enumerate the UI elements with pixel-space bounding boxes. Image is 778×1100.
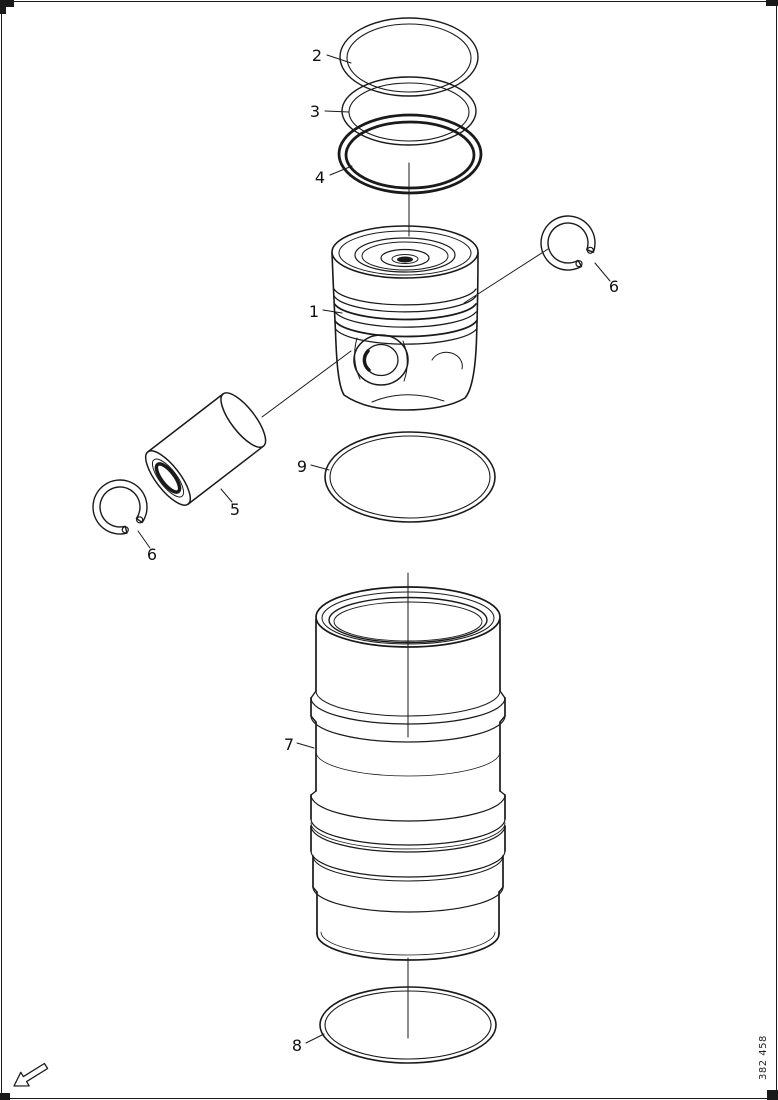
cylinder-liner-drawing	[310, 586, 506, 961]
piston-ring-top-drawing	[339, 17, 479, 97]
center-lines	[407, 162, 410, 1039]
callout-label-2: 2	[312, 46, 322, 65]
piston-ring-oil-drawing	[337, 113, 483, 195]
figure-number: 382 458	[758, 1035, 769, 1080]
callout-label-5: 5	[230, 500, 240, 519]
callout-label-1: 1	[309, 302, 319, 321]
sealing-ring-upper-drawing	[324, 431, 496, 523]
callout-label-4: 4	[315, 168, 325, 187]
pin-axis-lines	[261, 248, 549, 418]
callout-label-6-left: 6	[147, 545, 157, 564]
circlip-right-drawing	[540, 215, 596, 271]
callout-label-9: 9	[297, 457, 307, 476]
sealing-ring-lower-drawing	[319, 986, 497, 1064]
piston-ring-middle-drawing	[341, 76, 477, 146]
leader-lines	[137, 54, 611, 1044]
callout-label-6-right: 6	[609, 277, 619, 296]
callout-label-7: 7	[284, 735, 294, 754]
callout-label-8: 8	[292, 1036, 302, 1055]
piston-drawing	[331, 225, 479, 411]
direction-arrow-icon	[13, 1062, 49, 1087]
piston-pin-drawing	[144, 392, 267, 506]
circlip-left-drawing	[86, 473, 154, 541]
callout-label-3: 3	[310, 102, 320, 121]
